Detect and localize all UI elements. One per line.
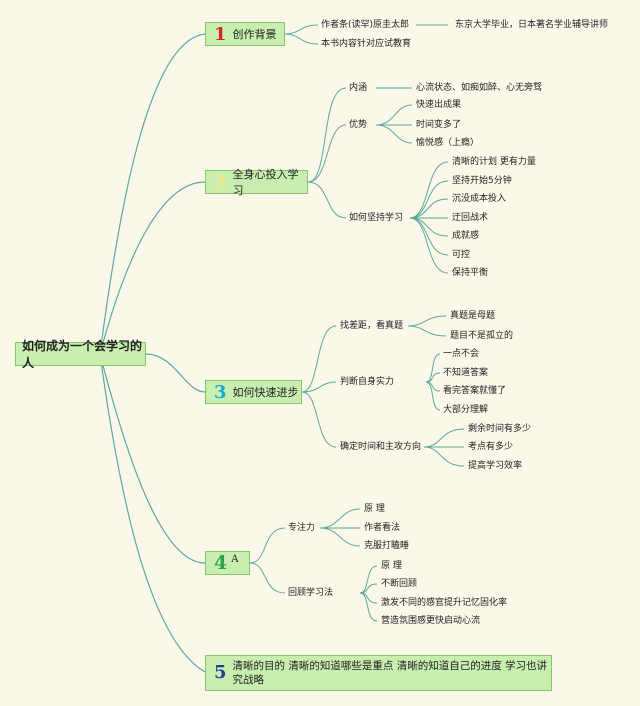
connector-s2-jianchi — [307, 181, 347, 219]
s4-huigu-leaf-1: 原 理 — [381, 561, 402, 571]
section-1-title: 创作背景 — [232, 28, 277, 41]
s3-queding-leaf-1: 剩余时间有多少 — [468, 424, 532, 434]
section-2-title: 全身心投入学习 — [232, 168, 299, 197]
connector-jianchi-leaf-7 — [409, 217, 449, 274]
s4-huigu-leaf-2: 不断回顾 — [381, 579, 418, 589]
section-2-node: 2 全身心投入学习 — [205, 168, 308, 197]
s4-huigu-leaf-3: 激发不同的感官提升记忆固化率 — [381, 598, 508, 608]
section-2-number: 2 — [214, 171, 227, 193]
connector-root-s5 — [99, 353, 206, 673]
connector-jianchi-leaf-2 — [409, 180, 449, 219]
connector-panduan-leaf-2 — [425, 372, 441, 383]
connector-root-s2 — [99, 181, 206, 355]
section-5-title: 清晰的目的 清晰的知道哪些是重点 清晰的知道自己的进度 学习也讲究战略 — [232, 660, 548, 686]
s4-zhuanzhu-label: 专注力 — [288, 523, 316, 533]
connector-zhuanzhu-leaf-1 — [319, 508, 361, 529]
connector-huigu-leaf-4 — [359, 592, 378, 622]
s1-author-label: 作者条(读罕)原圭太郎 — [321, 20, 410, 30]
section-1-node: 1 创作背景 — [205, 22, 285, 46]
section-3-node: 3 如何快速进步 — [205, 380, 302, 404]
s1-content-label: 本书内容针对应试教育 — [321, 39, 412, 49]
s4-zhuanzhu-leaf-2: 作者看法 — [364, 523, 401, 533]
connector-queding-leaf-1 — [423, 428, 465, 448]
connector-s1-content — [284, 33, 319, 45]
s2-youshi-leaf-3: 愉悦感（上瘾） — [416, 138, 480, 148]
s3-panduan-leaf-2: 不知道答案 — [443, 368, 489, 378]
connector-s1-author — [284, 24, 319, 35]
connector-s3-panduan — [301, 381, 337, 393]
connector-panduan-leaf-1 — [425, 353, 441, 383]
s2-jianchi-leaf-5: 成就感 — [452, 231, 480, 241]
s3-queding-leaf-3: 提高学习效率 — [468, 461, 523, 471]
s2-neihan-leaf-1: 心流状态、如痴如醉、心无旁骛 — [416, 83, 543, 93]
s3-panduan-leaf-3: 看完答案就懂了 — [443, 386, 507, 396]
s3-panduan-leaf-4: 大部分理解 — [443, 405, 489, 415]
connector-queding-leaf-3 — [423, 446, 465, 467]
connector-s4-zhuanzhu — [249, 527, 286, 564]
connector-zhaocha-leaf-2 — [407, 325, 447, 337]
s2-jianchi-leaf-4: 迂回战术 — [452, 213, 489, 223]
s2-jianchi-leaf-7: 保持平衡 — [452, 268, 489, 278]
s2-jianchi-label: 如何坚持学习 — [349, 213, 404, 223]
root-title: 如何成为一个会学习的人 — [22, 339, 143, 370]
connector-s2-neihan — [307, 87, 347, 183]
connector-youshi-leaf-1 — [375, 104, 413, 126]
connector-zhuanzhu-leaf-3 — [319, 527, 361, 547]
s3-zhaocha-leaf-2: 题目不是孤立的 — [450, 331, 514, 341]
section-3-title: 如何快速进步 — [232, 386, 299, 399]
section-1-number: 1 — [214, 23, 227, 45]
s1-author-note: 东京大学毕业，日本著名学业辅导讲师 — [455, 20, 609, 30]
s2-jianchi-leaf-1: 清晰的计划 更有力量 — [452, 157, 536, 167]
connector-huigu-leaf-1 — [359, 565, 378, 594]
s4-zhuanzhu-leaf-3: 克服打瞌睡 — [364, 541, 410, 551]
root-node: 如何成为一个会学习的人 — [15, 339, 146, 370]
s3-zhaocha-leaf-1: 真题是母题 — [450, 311, 496, 321]
section-5-number: 5 — [214, 662, 227, 683]
connector-root-s1 — [99, 33, 206, 355]
s4-huigu-label: 回顾学习法 — [288, 588, 334, 598]
s3-panduan-leaf-1: 一点不会 — [443, 349, 480, 359]
s3-queding-label: 确定时间和主攻方向 — [340, 442, 422, 452]
connector-s4-huigu — [249, 562, 286, 594]
s4-huigu-leaf-4: 营造氛围感更快启动心流 — [381, 616, 481, 626]
s3-panduan-label: 判断自身实力 — [340, 377, 395, 387]
connector-huigu-leaf-3 — [359, 592, 378, 604]
s2-jianchi-leaf-2: 坚持开始5分钟 — [452, 176, 512, 186]
section-4-tag: A — [231, 553, 239, 565]
s2-youshi-leaf-2: 时间变多了 — [416, 120, 462, 130]
section-5-node: 5 清晰的目的 清晰的知道哪些是重点 清晰的知道自己的进度 学习也讲究战略 — [205, 655, 552, 691]
s2-neihan-label: 内涵 — [349, 83, 368, 93]
connector-zhaocha-leaf-1 — [407, 315, 447, 327]
connector-s3-zhaocha — [301, 325, 337, 393]
connector-panduan-leaf-4 — [425, 381, 441, 411]
s3-queding-leaf-2: 考点有多少 — [468, 442, 514, 452]
s4-zhuanzhu-leaf-1: 原 理 — [364, 504, 385, 514]
s2-jianchi-leaf-6: 可控 — [452, 250, 471, 260]
connector-panduan-leaf-3 — [425, 381, 441, 392]
s3-zhaocha-label: 找差距，看真题 — [340, 321, 404, 331]
connector-jianchi-leaf-1 — [409, 161, 449, 219]
connector-s2-youshi — [307, 124, 347, 183]
connector-root-s4 — [99, 353, 206, 564]
section-4-number: 4 — [214, 552, 228, 574]
connector-root-s3 — [145, 353, 206, 393]
connector-s3-queding — [301, 391, 337, 448]
section-3-number: 3 — [214, 381, 227, 403]
connector-jianchi-leaf-5 — [409, 217, 449, 237]
s2-youshi-leaf-1: 快速出成果 — [416, 100, 462, 110]
s2-youshi-label: 优势 — [349, 120, 368, 130]
section-4-node: 4 A — [205, 551, 250, 575]
s2-jianchi-leaf-3: 沉没成本投入 — [452, 194, 507, 204]
connector-youshi-leaf-3 — [375, 124, 413, 144]
connector-jianchi-leaf-3 — [409, 198, 449, 219]
